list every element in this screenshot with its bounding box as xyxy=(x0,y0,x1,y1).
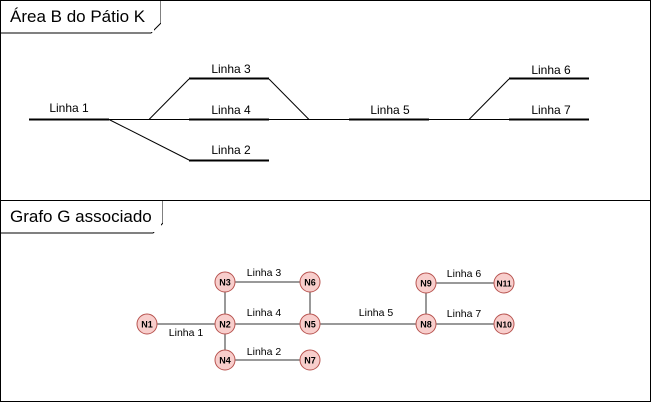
graph-panel: Grafo G associado Linha 1 Linha 3 Linha … xyxy=(0,200,651,402)
yard-area-panel: Área B do Pátio K Linha 1 Linha 3 Linha … xyxy=(0,0,651,201)
node-n4 xyxy=(214,349,236,371)
node-n7 xyxy=(299,349,321,371)
label-linha-4: Linha 4 xyxy=(211,103,251,117)
node-n3 xyxy=(214,271,236,293)
node-n10 xyxy=(493,313,515,335)
edge-label-linha-3: Linha 3 xyxy=(247,267,282,279)
node-n2 xyxy=(214,313,236,335)
node-label-n2: N2 xyxy=(219,320,231,330)
label-linha-2: Linha 2 xyxy=(211,143,251,157)
node-label-n1: N1 xyxy=(141,320,153,330)
node-label-n5: N5 xyxy=(304,320,316,330)
label-linha-7: Linha 7 xyxy=(531,103,571,117)
label-linha-6: Linha 6 xyxy=(531,63,571,77)
node-n11 xyxy=(493,272,515,294)
node-label-n4: N4 xyxy=(219,356,231,366)
node-label-n8: N8 xyxy=(420,320,432,330)
node-n5 xyxy=(299,313,321,335)
label-linha-5: Linha 5 xyxy=(370,103,410,117)
label-linha-3: Linha 3 xyxy=(211,62,251,76)
node-n8 xyxy=(415,313,437,335)
track-connector-linha-6 xyxy=(468,78,510,120)
yard-track-diagram: Linha 1 Linha 3 Linha 4 Linha 2 Linha 5 … xyxy=(29,62,589,162)
node-label-n9: N9 xyxy=(420,279,432,289)
node-label-n10: N10 xyxy=(496,320,512,330)
edge-label-linha-4: Linha 4 xyxy=(247,307,282,319)
node-label-n7: N7 xyxy=(304,356,316,366)
node-n1 xyxy=(136,313,158,335)
node-n9 xyxy=(415,272,437,294)
node-label-n6: N6 xyxy=(304,278,316,288)
edge-label-linha-2: Linha 2 xyxy=(247,346,282,358)
edge-label-linha-7: Linha 7 xyxy=(447,308,482,320)
edge-label-linha-1: Linha 1 xyxy=(169,327,204,339)
track-connector-linha-2 xyxy=(108,119,190,161)
graph-title: Grafo G associado xyxy=(1,201,161,232)
node-label-n11: N11 xyxy=(496,279,511,289)
graph-diagram: Linha 1 Linha 3 Linha 4 Linha 2 Linha 5 … xyxy=(136,267,515,371)
node-n6 xyxy=(299,271,321,293)
yard-area-title: Área B do Pátio K xyxy=(1,1,155,32)
edge-label-linha-6: Linha 6 xyxy=(447,268,482,280)
node-label-n3: N3 xyxy=(219,278,231,288)
label-linha-1: Linha 1 xyxy=(49,101,89,115)
track-connector-linha-3-left xyxy=(148,78,190,120)
track-connector-linha-3-right xyxy=(268,78,310,120)
edge-label-linha-5: Linha 5 xyxy=(359,307,394,319)
